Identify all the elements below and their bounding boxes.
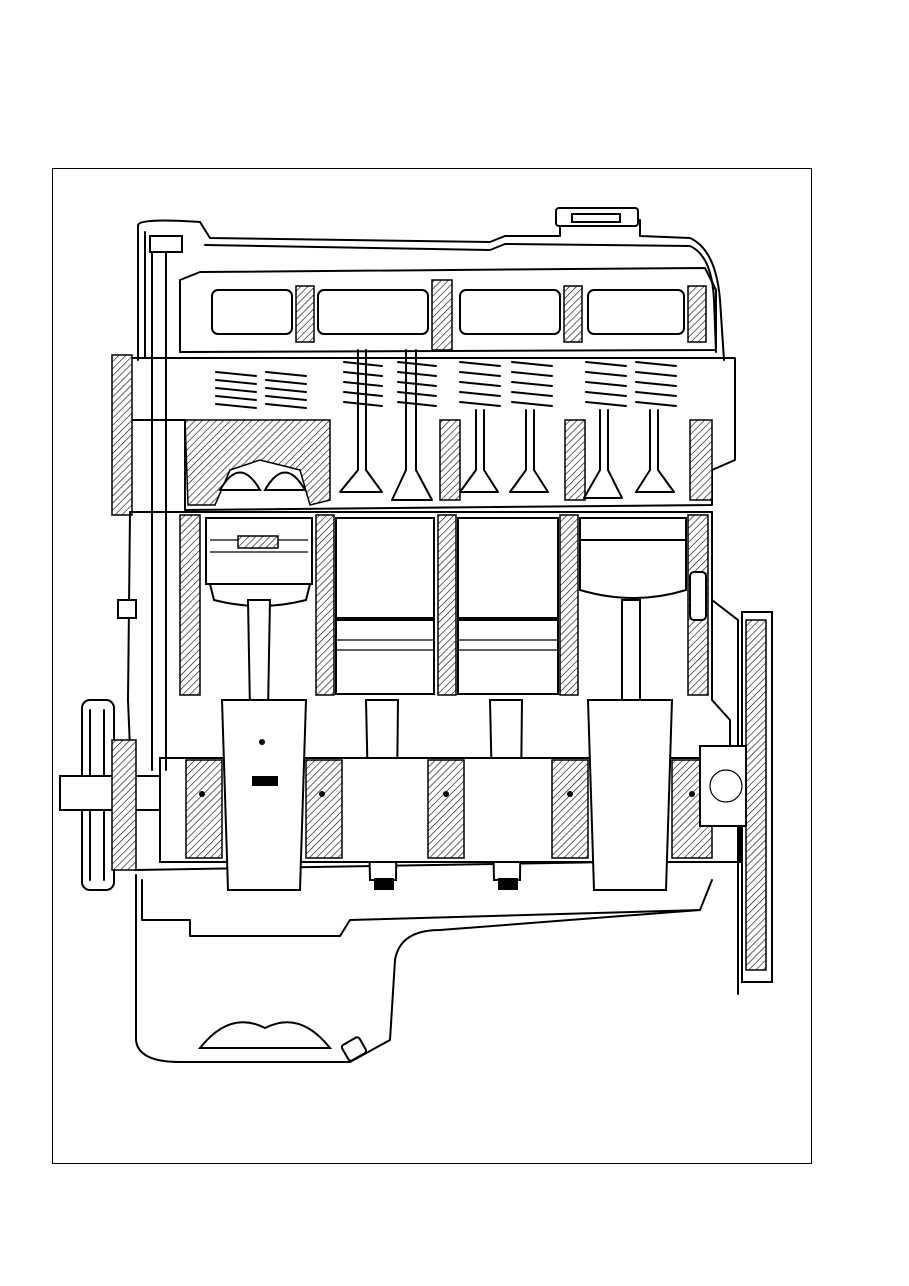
timing-cover <box>117 235 183 771</box>
piston-3 <box>457 619 559 695</box>
valves <box>218 349 675 501</box>
valve-spring <box>343 361 383 407</box>
crankshaft <box>159 699 741 891</box>
oil-pan <box>135 874 713 1063</box>
cylinder-head <box>111 354 736 516</box>
drain-plug <box>340 1036 368 1062</box>
connecting-rod-1 <box>246 599 272 711</box>
valve-spring <box>511 361 553 407</box>
valve-spring <box>265 371 307 409</box>
cylinder-1 <box>205 517 313 711</box>
oil-pump-pickup <box>197 1021 333 1049</box>
camshaft-housing <box>179 267 717 353</box>
valve-spring <box>585 361 627 407</box>
flywheel <box>689 571 773 995</box>
cylinder-2 <box>335 517 435 695</box>
crank-pulley <box>59 699 161 891</box>
valve-spring <box>635 361 677 407</box>
piston-4 <box>579 539 687 599</box>
cylinder-3 <box>457 517 559 695</box>
valve-cover <box>137 207 725 361</box>
figure-frame <box>52 168 812 1164</box>
valve-springs <box>215 361 677 409</box>
piston-2 <box>335 619 435 695</box>
valve-spring <box>215 371 257 409</box>
camshaft <box>211 279 707 351</box>
cylinder-block <box>127 511 731 871</box>
valve-spring <box>459 361 501 407</box>
cylinder-4 <box>579 517 687 721</box>
